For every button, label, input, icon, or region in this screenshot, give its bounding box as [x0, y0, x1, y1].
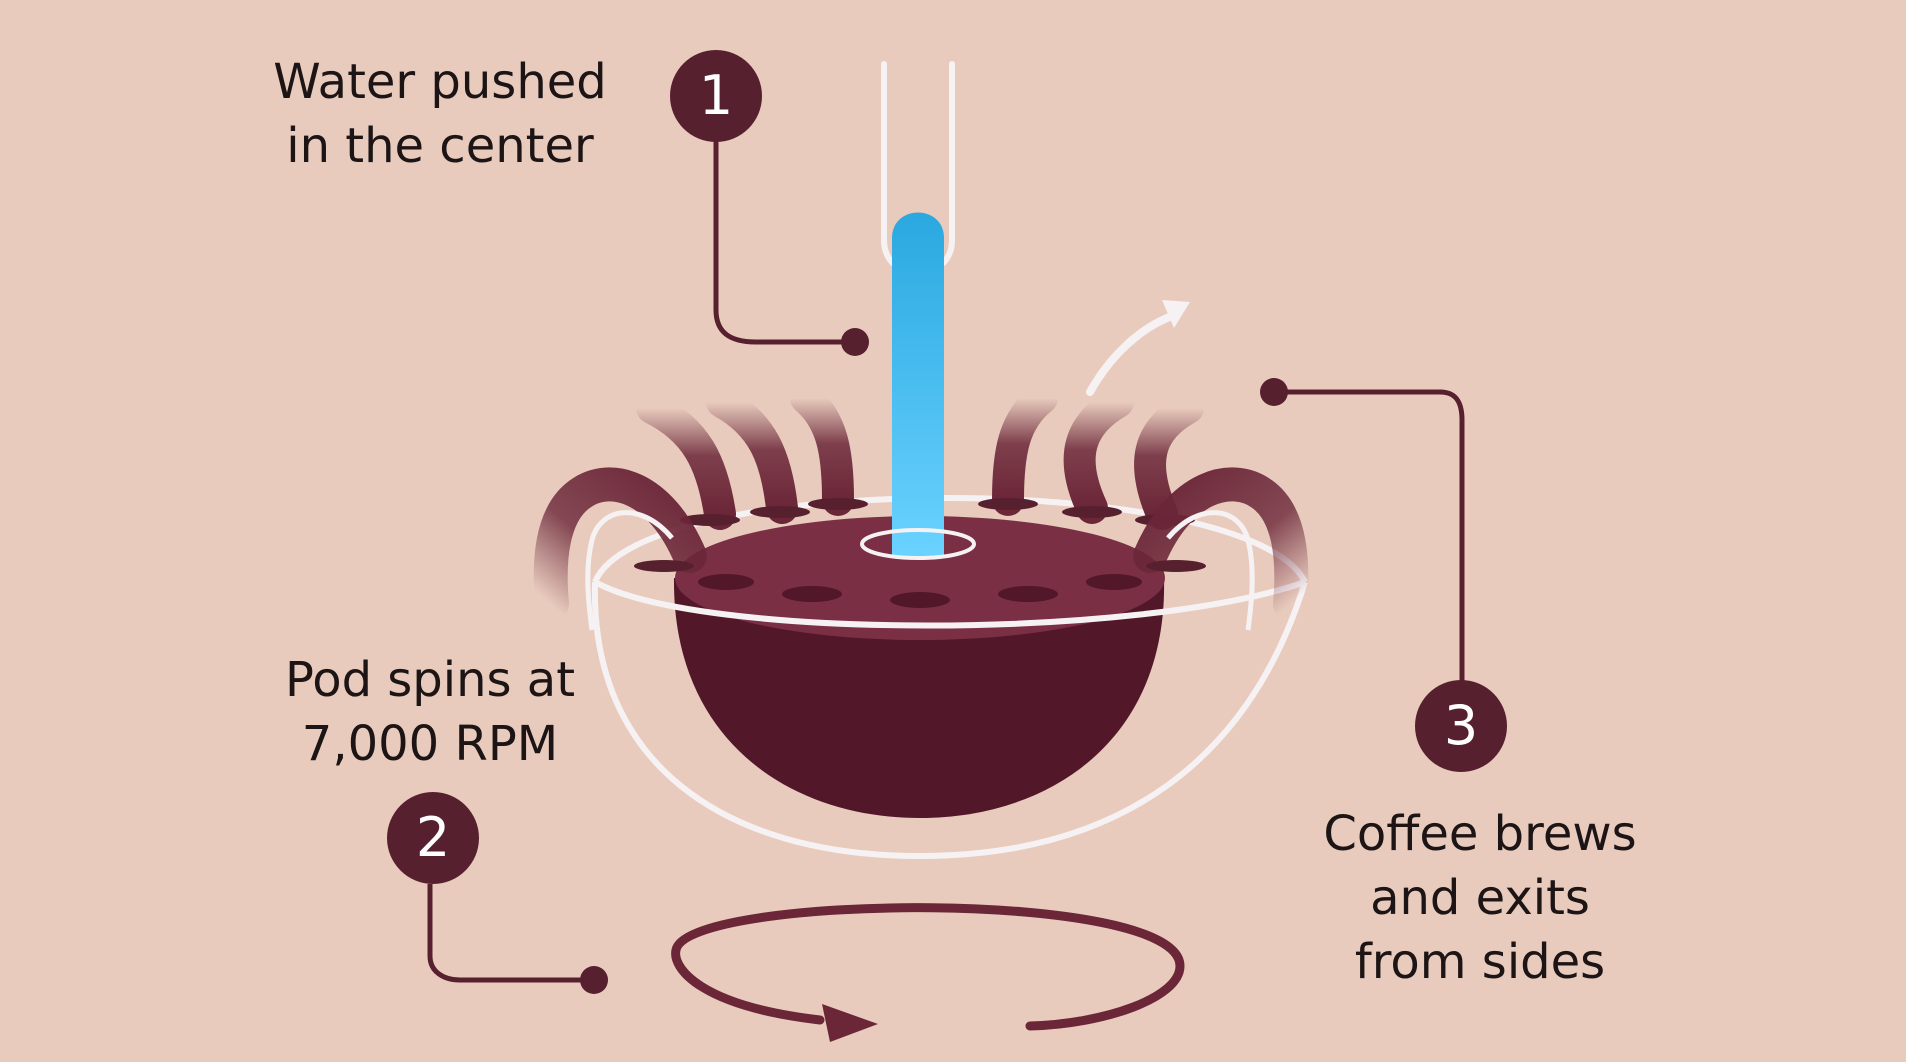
glass-bowl	[591, 581, 1308, 860]
pod-top	[675, 516, 1165, 640]
bowl-rim-front	[593, 579, 1306, 629]
coffee-sprays-side	[533, 467, 1309, 631]
step-1-badge: 1	[670, 50, 762, 142]
step-2-line-2: 7,000 RPM	[301, 716, 559, 772]
step-3-line-2: and exits	[1370, 870, 1590, 926]
step-2-badge: 2	[387, 792, 479, 884]
leader-line-3	[1274, 389, 1465, 682]
step-3-line-1: Coffee brews	[1323, 806, 1637, 862]
step-1-label: Water pushed in the center	[240, 50, 640, 178]
step-2-label: Pod spins at 7,000 RPM	[230, 648, 630, 776]
step-3-label: Coffee brews and exits from sides	[1270, 802, 1690, 994]
step-1-line-2: in the center	[286, 118, 594, 174]
step-3-badge: 3	[1415, 680, 1507, 772]
leader-dot-2	[580, 966, 608, 994]
pod-holes	[698, 574, 1142, 608]
water-stream	[892, 212, 944, 556]
leader-dot-1	[841, 328, 869, 356]
leader-line-2	[427, 884, 594, 983]
pod-bowl	[673, 578, 1165, 818]
rotation-arrow-icon	[671, 903, 1185, 1042]
step-3-line-3: from sides	[1354, 934, 1606, 990]
leader-dot-3	[1260, 378, 1288, 406]
center-inlet-ring	[860, 528, 976, 560]
exit-arrow-icon	[1086, 300, 1190, 396]
step-1-line-1: Water pushed	[273, 54, 607, 110]
leader-line-1	[713, 130, 855, 345]
step-2-line-1: Pod spins at	[284, 652, 576, 708]
coffee-sprays-back	[636, 382, 1204, 530]
